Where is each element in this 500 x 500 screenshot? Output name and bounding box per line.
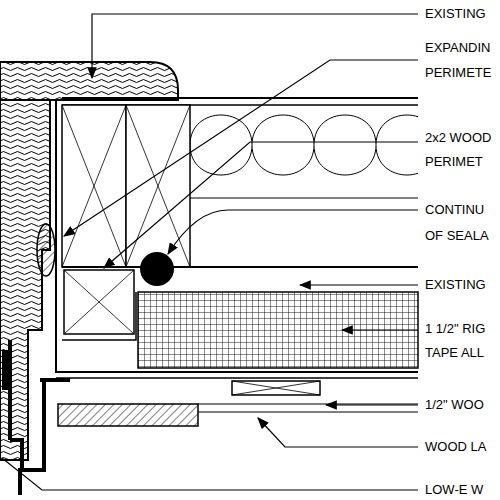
callout-label: 1 1/2" RIG	[424, 321, 486, 336]
callout-label: PERIMET	[424, 154, 484, 169]
callout-label: 2x2 WOOD	[424, 130, 492, 145]
callout-label: CONTINU	[424, 202, 485, 217]
callout-label: WOOD LA	[424, 439, 487, 454]
callout-label: TAPE ALL	[424, 345, 485, 360]
callout-label: EXISTING	[424, 277, 487, 292]
callout-label: OF SEALA	[424, 228, 490, 243]
callout-label: EXISTING	[424, 6, 487, 21]
callout-label: LOW-E W	[424, 482, 484, 497]
callout-label: 1/2" WOO	[424, 397, 485, 412]
callout-label: PERIMETE	[424, 65, 492, 80]
callout-label: EXPANDIN	[424, 40, 492, 55]
